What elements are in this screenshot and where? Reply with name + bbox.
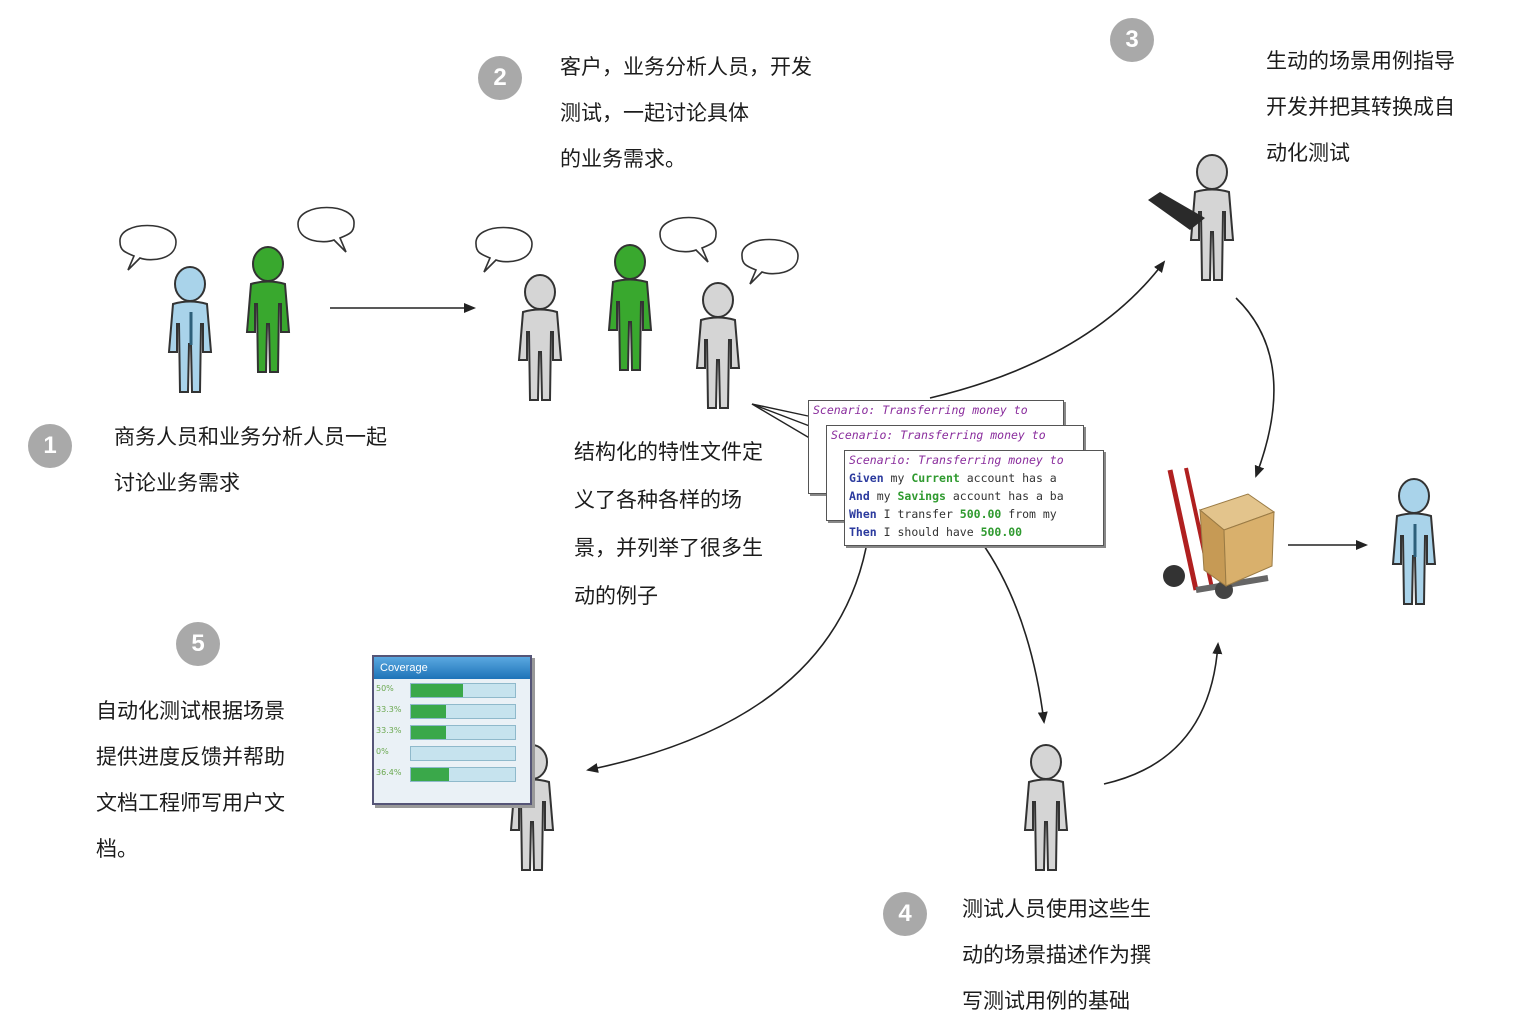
coverage-row: 36.4% (374, 764, 530, 784)
coverage-bar-fill (411, 726, 446, 739)
step-5-note: 自动化测试根据场景 提供进度反馈并帮助 文档工程师写用户文 档。 (96, 699, 285, 861)
step-2-note: 客户，业务分析人员，开发 测试，一起讨论具体 的业务需求。 (560, 55, 812, 171)
person-icon (518, 274, 562, 401)
coverage-bar-fill (411, 768, 449, 781)
laptop-icon (1148, 192, 1205, 230)
coverage-percent: 36.4% (376, 768, 402, 777)
coverage-percent: 33.3% (376, 726, 402, 735)
step-4-note: 测试人员使用这些生 动的场景描述作为撰 写测试用例的基础 (962, 897, 1151, 1013)
step-badge-5: 5 (176, 622, 220, 666)
speech-bubble-icon (119, 224, 177, 271)
coverage-bar-track (410, 683, 516, 698)
flow-arrow (1103, 642, 1223, 785)
coverage-row: 33.3% (374, 701, 530, 721)
coverage-row: 50% (374, 680, 530, 700)
coverage-title: Coverage (374, 657, 530, 679)
coverage-bar-track (410, 704, 516, 719)
speech-bubble-icon (297, 206, 355, 253)
coverage-bar-fill (411, 684, 463, 697)
flow-arrow (979, 539, 1048, 724)
person-icon (696, 282, 740, 409)
speech-bubble-icon (475, 226, 533, 273)
step-badge-3: 3 (1110, 18, 1154, 62)
feature-file-card-front: Scenario: Transferring money to Given my… (844, 450, 1104, 546)
step-badge-1: 1 (28, 424, 72, 468)
coverage-bar-track (410, 725, 516, 740)
person-icon (608, 244, 652, 371)
coverage-rows: 50% 33.3% 33.3% 0% 36.4% (374, 680, 530, 784)
coverage-bar-fill (411, 705, 446, 718)
speech-bubble-icon (659, 216, 717, 263)
coverage-report: Coverage 50% 33.3% 33.3% 0% 36.4% (372, 655, 532, 805)
flow-arrow (1235, 297, 1275, 478)
coverage-percent: 0% (376, 747, 389, 756)
speech-bubble-icon (741, 238, 799, 285)
connector-line (751, 403, 809, 417)
flow-arrow (586, 547, 867, 773)
step-3-note: 生动的场景用例指导 开发并把其转换成自 动化测试 (1266, 49, 1455, 165)
coverage-row: 33.3% (374, 722, 530, 742)
step-badge-2: 2 (478, 56, 522, 100)
step-badge-4: 4 (883, 892, 927, 936)
coverage-bar-track (410, 767, 516, 782)
flow-arrow (929, 260, 1166, 399)
person-icon (1024, 744, 1068, 871)
package-box-icon (1198, 493, 1276, 588)
coverage-percent: 33.3% (376, 705, 402, 714)
coverage-bar-track (410, 746, 516, 761)
coverage-row: 0% (374, 743, 530, 763)
step-1-note: 商务人员和业务分析人员一起 讨论业务需求 (114, 425, 387, 495)
coverage-percent: 50% (376, 684, 394, 693)
feature-file-note: 结构化的特性文件定 义了各种各样的场 景，并列举了很多生 动的例子 (574, 440, 763, 608)
person-icon (246, 246, 290, 373)
